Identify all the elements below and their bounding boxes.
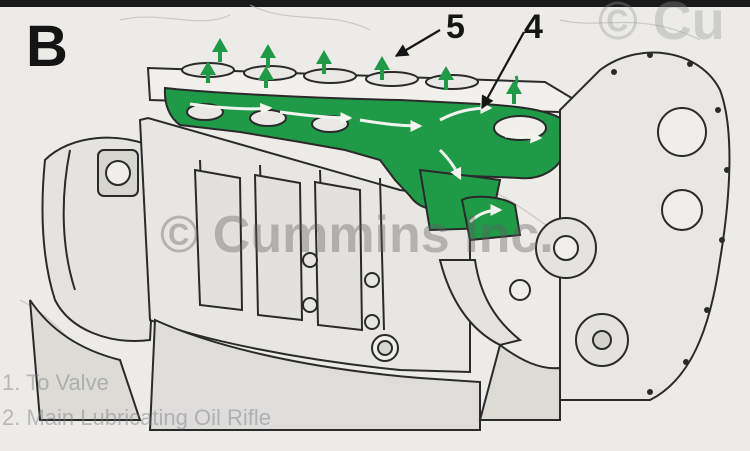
upward-flow-arrow-icon [316,50,332,74]
water-pump-assembly [438,217,597,421]
upward-flow-arrow-icon [438,66,454,90]
callout-leader-arrow-icon [394,29,441,57]
callout-leader-arrow-icon [481,31,525,110]
upward-flow-arrow-icon [212,38,228,62]
upward-flow-arrows [200,38,522,104]
upward-flow-arrow-icon [506,80,522,104]
upward-flow-arrow-icon [374,56,390,80]
watermark-center: © Cummins Inc. [160,206,554,264]
callout-label-5: 5 [446,8,465,46]
callout-leaders [394,29,525,110]
watermark-top: © Cu [598,0,725,51]
top-border-rule [0,0,750,7]
upward-flow-arrow-icon [200,61,216,83]
callout-label-4: 4 [524,8,543,46]
bleed-through-text-2: 2. Main Lubricating Oil Rifle [2,405,272,430]
flywheel-housing [29,136,162,421]
upward-flow-arrow-icon [258,66,274,88]
panel-letter: B [26,14,68,79]
bleed-through-text-1: 1. To Valve [2,370,109,395]
cylinder-block [138,116,481,431]
gear-housing [559,51,731,401]
upward-flow-arrow-icon [260,44,276,68]
coolant-passage [163,75,567,242]
